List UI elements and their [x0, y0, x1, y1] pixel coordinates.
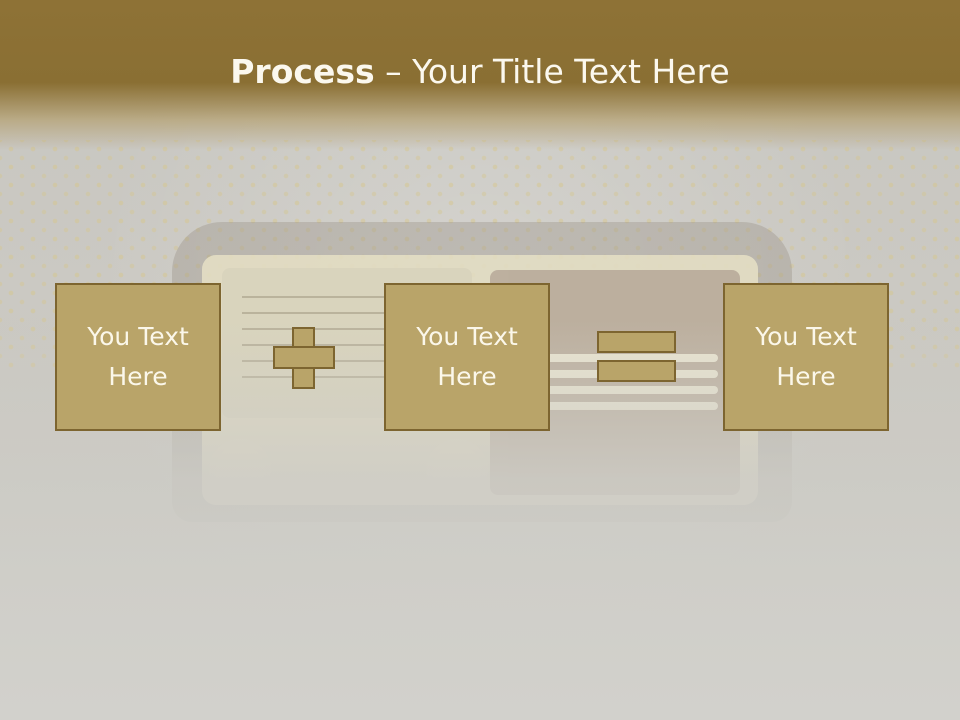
- process-box-3-text: You Text Here: [755, 322, 857, 391]
- title-band: [0, 0, 960, 150]
- process-box-2[interactable]: You Text Here: [384, 283, 550, 431]
- slide-title-rest: – Your Title Text Here: [374, 52, 730, 91]
- slide-title-bold: Process: [230, 52, 375, 91]
- process-box-3[interactable]: You Text Here: [723, 283, 889, 431]
- slide-title[interactable]: Process – Your Title Text Here: [0, 52, 960, 91]
- process-box-2-text: You Text Here: [416, 322, 518, 391]
- process-box-1-text: You Text Here: [87, 322, 189, 391]
- process-box-1[interactable]: You Text Here: [55, 283, 221, 431]
